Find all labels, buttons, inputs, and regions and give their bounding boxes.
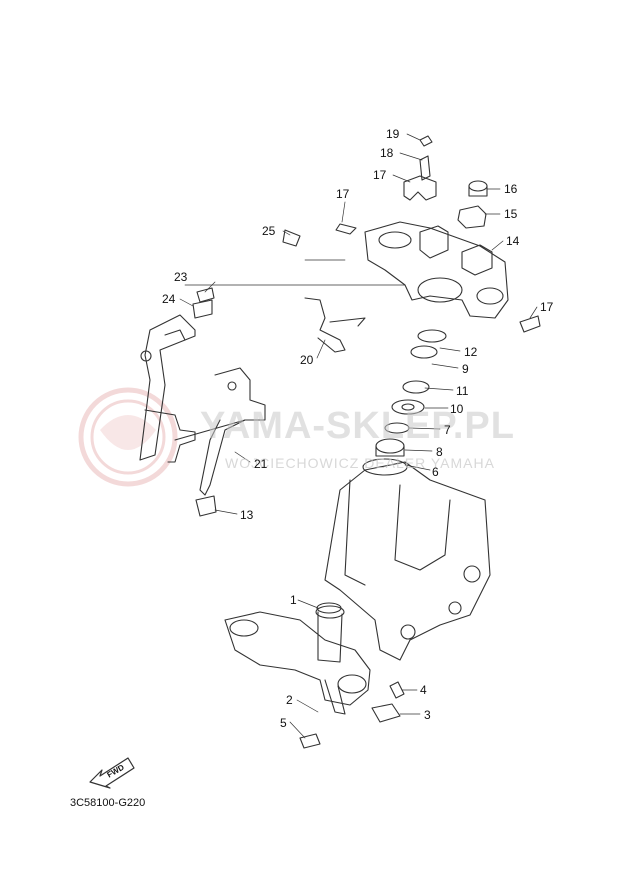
upper-triple-clamp xyxy=(364,221,509,319)
callout-7: 7 xyxy=(444,423,451,437)
callout-5: 5 xyxy=(280,716,287,730)
fasteners xyxy=(192,135,541,749)
callout-3: 3 xyxy=(424,708,431,722)
cable-guide xyxy=(304,297,366,353)
bracket-assembly xyxy=(139,314,266,496)
part-code: 3C58100-G220 xyxy=(70,797,146,809)
callout-17-top: 17 xyxy=(336,187,350,201)
watermark-name: YAMA-SKLEP.PL xyxy=(200,405,515,447)
lower-triple-clamp xyxy=(224,605,371,715)
callout-11: 11 xyxy=(456,384,469,398)
callout-25: 25 xyxy=(262,224,276,238)
callout-24: 24 xyxy=(162,292,176,306)
callout-4: 4 xyxy=(420,683,427,697)
callout-9: 9 xyxy=(462,362,469,376)
callout-18: 17 xyxy=(373,168,387,182)
callout-22: 21 xyxy=(254,457,268,471)
leader-lines xyxy=(179,133,538,739)
callout-6: 6 xyxy=(432,465,439,479)
callout-8: 8 xyxy=(436,445,443,459)
callout-2: 2 xyxy=(286,693,293,707)
callout-21: 20 xyxy=(300,353,314,367)
callout-12: 12 xyxy=(464,345,478,359)
callout-16: 16 xyxy=(504,182,518,196)
callout-13: 13 xyxy=(240,508,254,522)
callout-23: 23 xyxy=(174,270,188,284)
fwd-arrow-icon xyxy=(89,757,135,789)
bearing-stack xyxy=(316,329,447,614)
callout-17-right: 17 xyxy=(540,300,554,314)
frame-head-pipe xyxy=(324,458,491,661)
watermark-subtitle: WOJCIECHOWICZ DEALER YAMAHA xyxy=(225,455,495,471)
fwd-label: FWD xyxy=(106,763,126,780)
callout-20: 19 xyxy=(386,127,400,141)
callout-15: 15 xyxy=(504,207,518,221)
callout-19: 18 xyxy=(380,146,394,160)
callout-14: 14 xyxy=(506,234,520,248)
callout-10: 10 xyxy=(450,402,464,416)
watermark-logo xyxy=(78,387,178,487)
callout-1: 1 xyxy=(290,593,297,607)
